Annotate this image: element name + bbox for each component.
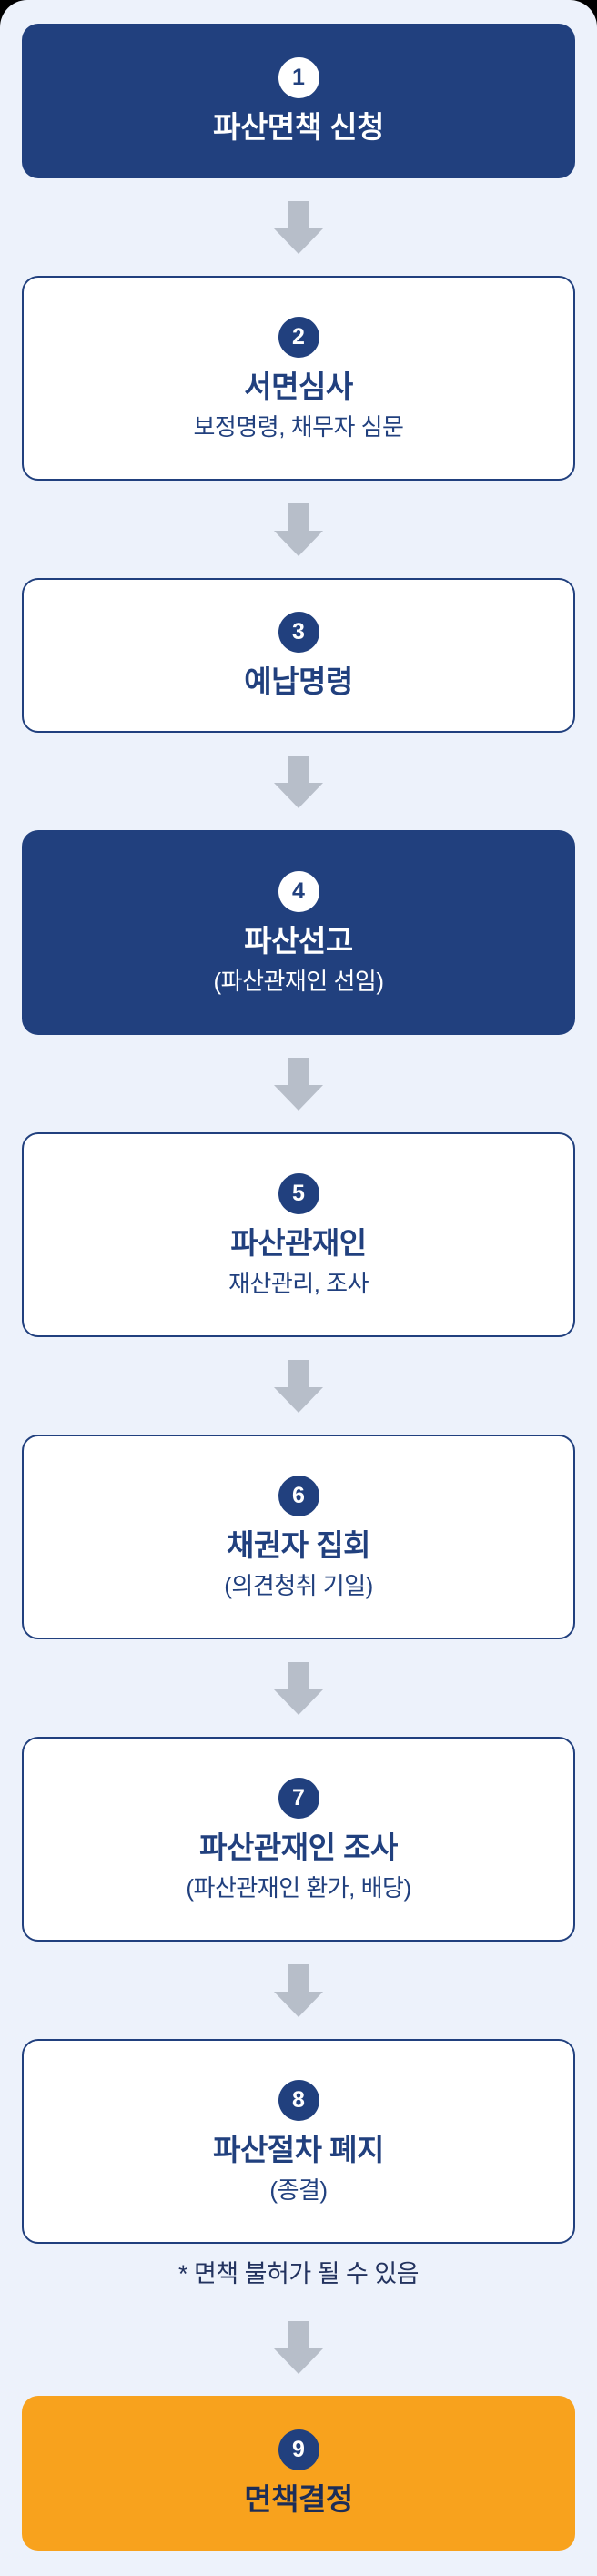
step-6-subtitle: (의견청취 기일) [224, 1571, 373, 1599]
arrow-2 [274, 481, 323, 578]
step-7-box: 7 파산관재인 조사 (파산관재인 환가, 배당) [22, 1737, 575, 1942]
arrow-7 [274, 1942, 323, 2039]
step-3-number-badge: 3 [278, 612, 319, 654]
step-5-number-badge: 5 [278, 1172, 319, 1214]
step-7-number-badge: 7 [278, 1777, 319, 1819]
step-3-box: 3 예납명령 [22, 578, 575, 733]
step-6-title: 채권자 집회 [227, 1527, 370, 1562]
step-1-number-badge: 1 [278, 57, 319, 99]
step-2-title: 서면심사 [244, 369, 353, 403]
step-3-title: 예납명령 [244, 664, 353, 699]
step-7-subtitle: (파산관재인 환가, 배당) [186, 1873, 411, 1902]
step-6-box: 6 채권자 집회 (의견청취 기일) [22, 1435, 575, 1639]
down-arrow-icon [274, 200, 323, 254]
arrow-1 [274, 178, 323, 276]
down-arrow-icon [274, 502, 323, 556]
step-1-box: 1 파산면책 신청 [22, 24, 575, 178]
down-arrow-icon [274, 2320, 323, 2374]
step-4-number-badge: 4 [278, 870, 319, 912]
down-arrow-icon [274, 1661, 323, 1715]
arrow-4 [274, 1035, 323, 1132]
down-arrow-icon [274, 1359, 323, 1413]
step-2-box: 2 서면심사 보정명령, 채무자 심문 [22, 276, 575, 481]
step-5-box: 5 파산관재인 재산관리, 조사 [22, 1132, 575, 1337]
step-5-subtitle: 재산관리, 조사 [228, 1269, 369, 1297]
discharge-denial-note: * 면책 불허가 될 수 있음 [177, 2259, 420, 2287]
arrow-8 [274, 2298, 323, 2396]
step-2-number-badge: 2 [278, 316, 319, 358]
step-4-box: 4 파산선고 (파산관재인 선임) [22, 830, 575, 1035]
down-arrow-icon [274, 1963, 323, 2017]
step-9-number-badge: 9 [278, 2429, 319, 2471]
arrow-5 [274, 1337, 323, 1435]
step-7-title: 파산관재인 조사 [199, 1830, 398, 1864]
arrow-6 [274, 1639, 323, 1737]
step-8-box: 8 파산절차 폐지 (종결) [22, 2039, 575, 2244]
step-2-subtitle: 보정명령, 채무자 심문 [193, 412, 404, 441]
step-4-title: 파산선고 [244, 923, 353, 958]
step-8-number-badge: 8 [278, 2079, 319, 2121]
step-8-subtitle: (종결) [269, 2175, 328, 2204]
step-4-subtitle: (파산관재인 선임) [213, 967, 384, 995]
step-5-title: 파산관재인 [230, 1225, 367, 1260]
down-arrow-icon [274, 755, 323, 808]
step-6-number-badge: 6 [278, 1475, 319, 1516]
arrow-3 [274, 733, 323, 830]
step-8-title: 파산절차 폐지 [213, 2132, 384, 2166]
step-9-title: 면책결정 [244, 2482, 353, 2517]
step-1-title: 파산면책 신청 [213, 110, 384, 145]
step-9-box: 9 면책결정 [22, 2396, 575, 2551]
down-arrow-icon [274, 1057, 323, 1111]
